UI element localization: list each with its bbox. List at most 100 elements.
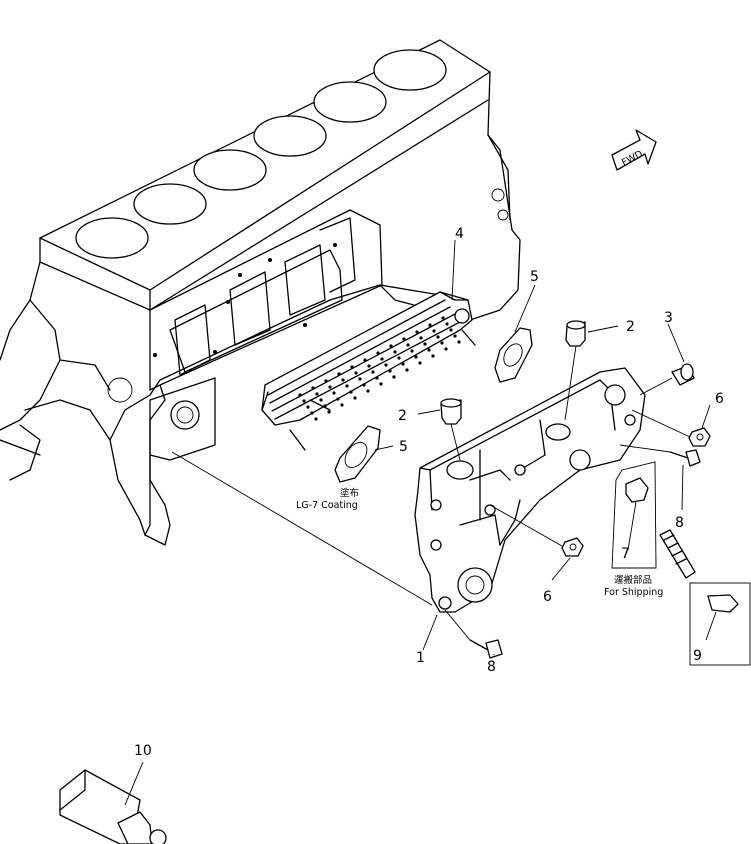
cooler-fin-dot	[436, 335, 440, 339]
shipping-note-jp: 運搬部品	[614, 574, 652, 586]
callout-9: 9	[693, 648, 702, 664]
cooler-fin-dot	[402, 337, 406, 341]
bolt-lower	[444, 609, 503, 659]
cooler-fin-dot	[349, 390, 353, 394]
gasket-upper	[494, 327, 533, 383]
cooler-fin-dot	[310, 411, 314, 415]
plug-upper	[564, 320, 586, 421]
callout-2-lower: 2	[398, 408, 407, 424]
cooler-fin-dot	[410, 349, 414, 353]
cooler-fin-dot	[405, 368, 409, 372]
cooler-fin-dot	[336, 397, 340, 401]
cooler-fin-dot	[401, 362, 405, 366]
callout-8-lower: 8	[487, 659, 496, 675]
callout-10: 10	[134, 743, 152, 759]
callout-6-upper: 6	[715, 391, 724, 407]
cooler-fin-dot	[353, 396, 357, 400]
cooler-fin-dot	[354, 371, 358, 375]
cooler-fin-dot	[379, 382, 383, 386]
cooler-fin-dot	[306, 405, 310, 409]
cooler-fin-dot	[380, 357, 384, 361]
cooler-fin-dot	[358, 377, 362, 381]
shipping-plug-bracket	[611, 461, 657, 569]
coating-note-jp: 塗布	[340, 487, 359, 499]
cooler-fin-dot	[337, 372, 341, 376]
cooler-fin-dot	[444, 347, 448, 351]
cooler-fin-dot	[418, 361, 422, 365]
cooler-fin-dot	[350, 365, 354, 369]
cooler-fin-dot	[389, 344, 393, 348]
pipe-assembly	[59, 761, 167, 844]
cooler-fin-dot	[314, 417, 318, 421]
oil-cooler-core	[261, 291, 476, 451]
fwd-arrow-icon: FWD	[611, 129, 657, 171]
cooler-fin-dot	[441, 316, 445, 320]
callout-6-lower: 6	[543, 589, 552, 605]
leader-line	[171, 451, 433, 606]
cooler-fin-dot	[419, 336, 423, 340]
nut-upper	[631, 409, 711, 447]
callout-7: 7	[621, 546, 630, 562]
cooler-fin-dot	[453, 334, 457, 338]
cooler-fin-dot	[371, 370, 375, 374]
coating-note-en: LG-7 Coating	[296, 500, 358, 511]
cooler-fin-dot	[384, 363, 388, 367]
callout-5-upper: 5	[530, 269, 539, 285]
cooler-fin-dot	[367, 364, 371, 368]
cooler-fin-dot	[362, 383, 366, 387]
oil-cooler-cover	[414, 367, 646, 613]
cooler-fin-dot	[440, 341, 444, 345]
callout-4: 4	[455, 226, 464, 242]
cooler-fin-dot	[431, 354, 435, 358]
cooler-fin-dot	[414, 355, 418, 359]
cooler-fin-dot	[376, 351, 380, 355]
cooler-fin-dot	[324, 379, 328, 383]
cooler-fin-dot	[392, 375, 396, 379]
engine-block	[0, 39, 521, 546]
cooler-fin-dot	[340, 403, 344, 407]
cooler-fin-dot	[423, 342, 427, 346]
cooler-fin-dot	[397, 356, 401, 360]
cooler-fin-dot	[432, 329, 436, 333]
callout-leaders	[374, 239, 711, 655]
cooler-fin-dot	[319, 398, 323, 402]
cooler-fin-dot	[363, 358, 367, 362]
callout-8-upper: 8	[675, 515, 684, 531]
gasket-lower	[334, 425, 381, 483]
callout-2-upper: 2	[626, 319, 635, 335]
cooler-fin-dot	[427, 348, 431, 352]
cooler-fin-dot	[393, 350, 397, 354]
cooler-fin-dot	[375, 376, 379, 380]
cooler-fin-dot	[315, 392, 319, 396]
shipping-note-en: For Shipping	[604, 587, 663, 598]
cooler-fin-dot	[366, 389, 370, 393]
cooler-fin-dot	[406, 343, 410, 347]
cooler-fin-dot	[345, 384, 349, 388]
callout-5-lower: 5	[399, 439, 408, 455]
cooler-fin-dot	[415, 330, 419, 334]
cooler-fin-dot	[428, 323, 432, 327]
plug-lower	[440, 398, 462, 461]
plug-side	[639, 363, 695, 396]
callout-labels: 1 2 2 3 4 5 5 6 6 7 8 8 9 10	[134, 226, 724, 759]
cooler-fin-dot	[332, 391, 336, 395]
sensor-box	[689, 582, 751, 666]
callout-3: 3	[664, 310, 673, 326]
cooler-fin-dot	[341, 378, 345, 382]
sensor-stud	[659, 529, 696, 579]
cooler-fin-dot	[302, 399, 306, 403]
cooler-fin-dot	[298, 393, 302, 397]
nut-lower	[489, 504, 584, 557]
cooler-fin-dot	[449, 328, 453, 332]
notes: 塗布 LG-7 Coating 運搬部品 For Shipping	[296, 487, 663, 598]
cooler-fin-dot	[311, 386, 315, 390]
cooler-fin-dot	[327, 410, 331, 414]
cooler-fin-dot	[457, 340, 461, 344]
cooler-fin-dot	[388, 369, 392, 373]
bolt-upper	[619, 444, 701, 467]
cooler-fin-dot	[328, 385, 332, 389]
cooler-fin-dot	[445, 322, 449, 326]
callout-1: 1	[416, 650, 425, 666]
